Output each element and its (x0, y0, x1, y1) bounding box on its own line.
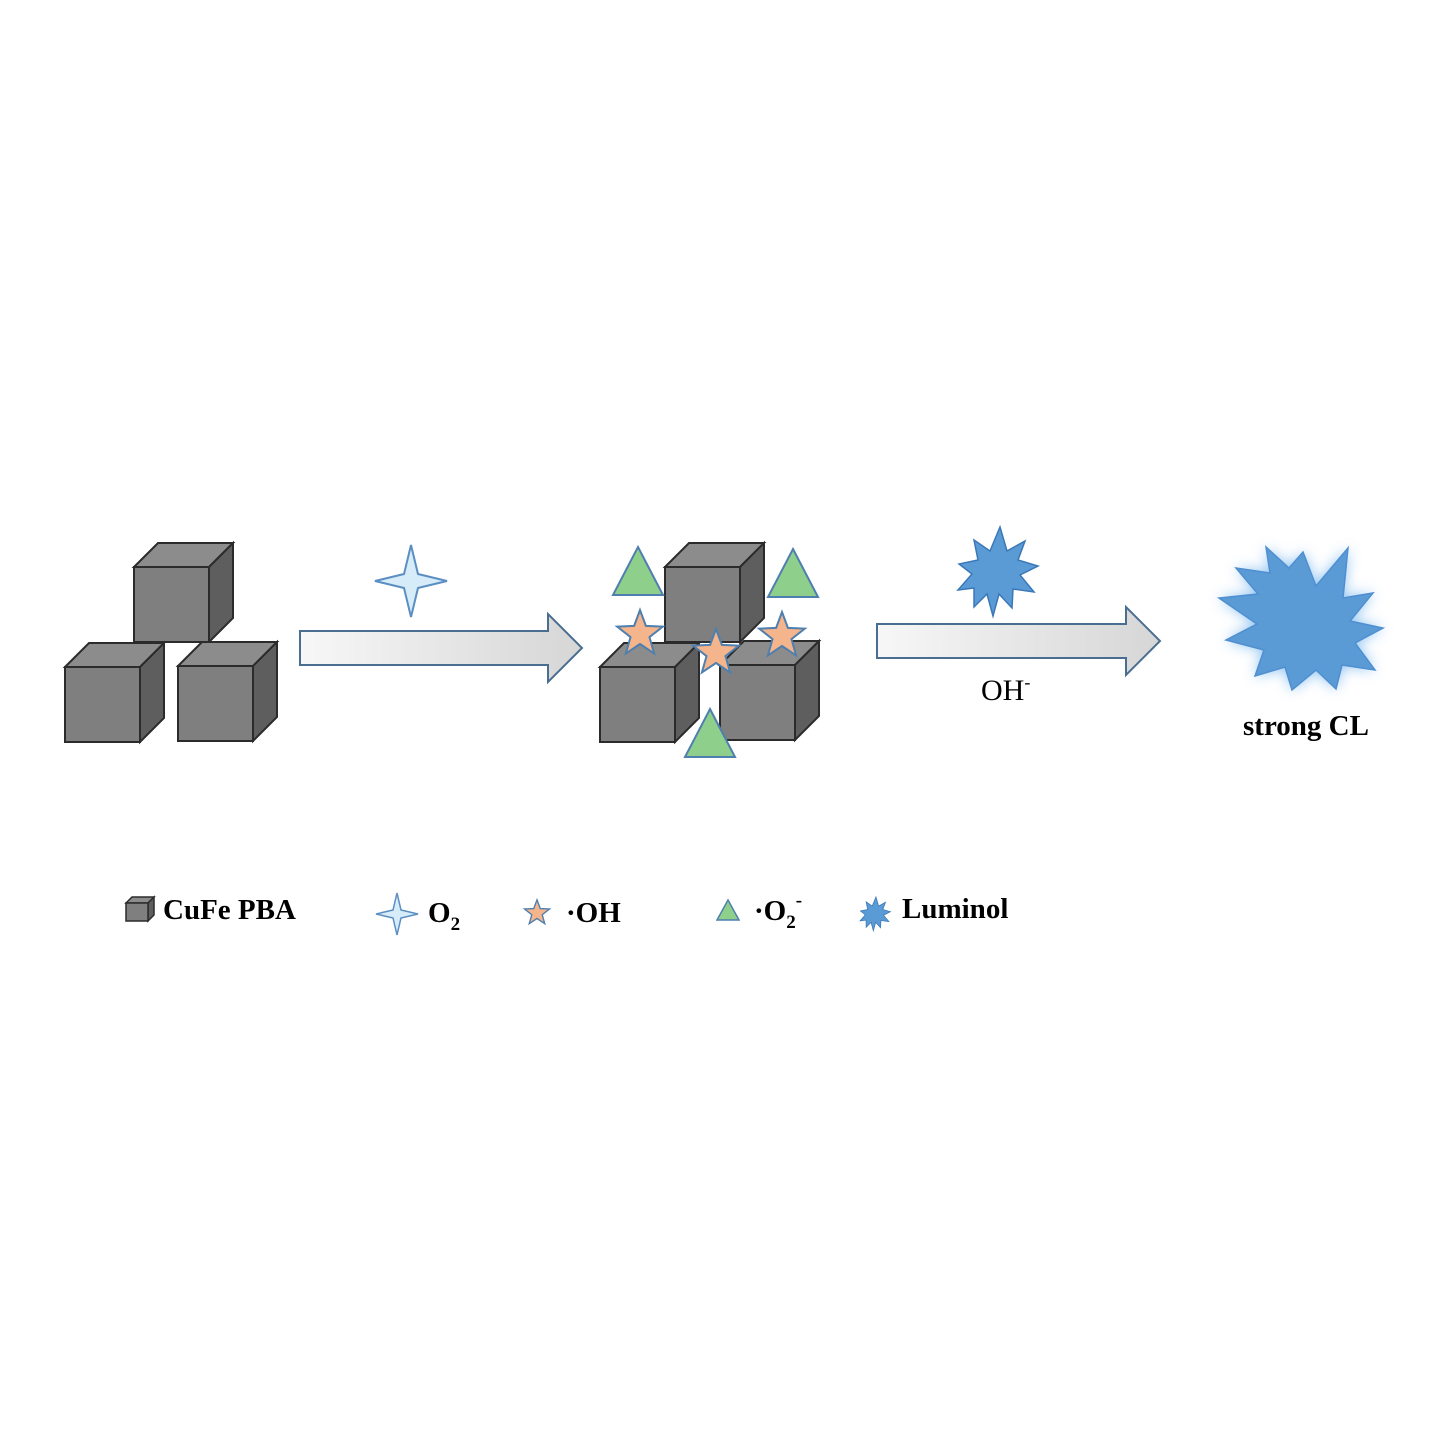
luminol-burst-icon (956, 524, 1041, 619)
legend-luminol-burst-icon (859, 895, 892, 933)
legend-o2-star-icon (375, 892, 419, 936)
reaction-arrow-1 (299, 611, 584, 685)
result-label: strong CL (1243, 710, 1369, 742)
cube-icon (177, 641, 278, 742)
cube-icon (719, 640, 820, 741)
superoxide-triangle-icon (767, 548, 819, 598)
chemiluminescence-burst-icon (1216, 545, 1386, 692)
cube-group-activated (599, 542, 820, 758)
legend-hydroxyl-label: ·OH (566, 897, 621, 929)
o2-star-icon (374, 544, 448, 618)
cube-icon (64, 642, 165, 743)
legend-cube-label: CuFe PBA (163, 894, 296, 926)
legend-hydroxyl-star-icon (522, 897, 552, 926)
legend: CuFe PBA O2 ·OH ·O2- Luminol (124, 890, 1008, 936)
legend-superoxide-label: ·O2- (754, 890, 802, 933)
legend-o2-label: O2 (428, 897, 460, 935)
cube-icon (133, 542, 234, 643)
cube-icon (664, 542, 765, 643)
reagent-label: OH- (981, 672, 1030, 707)
legend-cube-icon (124, 895, 156, 923)
cube-group-initial (64, 542, 278, 743)
legend-luminol-label: Luminol (902, 893, 1008, 925)
legend-superoxide-triangle-icon (715, 898, 741, 921)
reaction-arrow-2 (876, 604, 1162, 678)
cube-icon (599, 642, 700, 743)
superoxide-triangle-icon (612, 546, 664, 596)
